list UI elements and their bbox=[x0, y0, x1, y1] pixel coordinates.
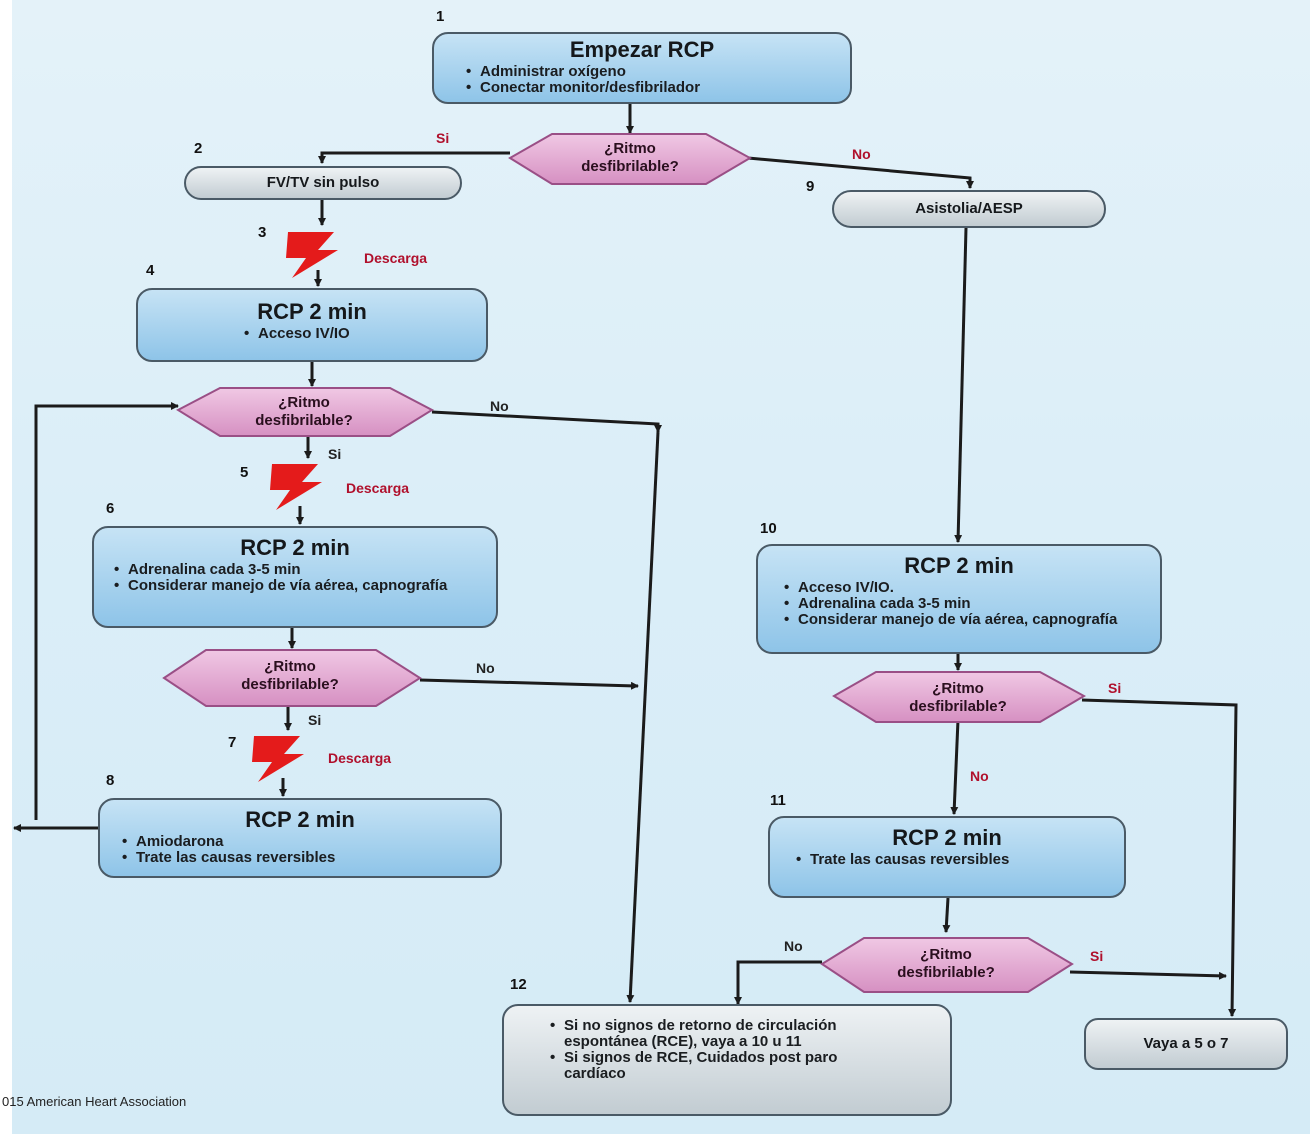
arrow-down-to-12 bbox=[626, 431, 660, 1003]
arrow-loop-up bbox=[34, 402, 179, 820]
decision-text-1: ¿Ritmo desfibrilable? bbox=[540, 140, 720, 176]
decision-line-1: ¿Ritmo bbox=[604, 140, 656, 157]
decision-line-2: desfibrilable? bbox=[897, 964, 995, 981]
decision-line-1: ¿Ritmo bbox=[932, 680, 984, 697]
box-8-bullet: Trate las causas reversibles bbox=[122, 850, 500, 867]
decision-shape-2 bbox=[175, 387, 435, 437]
step-number-4: 4 bbox=[146, 262, 155, 279]
box-12-bullet: Si no signos de retorno de circulación e… bbox=[550, 1018, 860, 1050]
box-10-title: RCP 2 min bbox=[904, 553, 1014, 578]
step-number-2: 2 bbox=[194, 140, 203, 157]
box-vaya-a-5-o-7: Vaya a 5 o 7 bbox=[1084, 1018, 1288, 1070]
box-rcp-step-10: RCP 2 min Acceso IV/IO. Adrenalina cada … bbox=[756, 544, 1162, 654]
label-no-d4: No bbox=[970, 768, 989, 784]
step-number-10: 10 bbox=[760, 520, 777, 537]
box-empezar-rcp: Empezar RCP Administrar oxígeno Conectar… bbox=[432, 32, 852, 104]
box-step-12: Si no signos de retorno de circulación e… bbox=[502, 1004, 952, 1116]
box-6-bullet: Considerar manejo de vía aérea, capnogra… bbox=[114, 578, 456, 595]
copyright-text: 015 American Heart Association bbox=[2, 1094, 187, 1109]
arrow-d1-no bbox=[747, 156, 974, 189]
label-si-d2: Si bbox=[328, 446, 342, 462]
box-11-bullet: Trate las causas reversibles bbox=[796, 852, 1014, 869]
decision-line-2: desfibrilable? bbox=[909, 698, 1007, 715]
box-12-bullet: Si signos de RCE, Cuidados post paro car… bbox=[550, 1050, 860, 1082]
step-number-9: 9 bbox=[806, 178, 815, 195]
box-rcp-step-8: RCP 2 min Amiodarona Trate las causas re… bbox=[98, 798, 502, 878]
decision-shape-1 bbox=[508, 133, 753, 185]
box-1-title: Empezar RCP bbox=[569, 37, 715, 62]
label-si-d1: Si bbox=[436, 130, 450, 146]
box-6-bullet: Adrenalina cada 3-5 min bbox=[114, 562, 456, 579]
box-8-title: RCP 2 min bbox=[245, 807, 355, 832]
label-descarga-3: Descarga bbox=[364, 250, 428, 266]
decision-line-2: desfibrilable? bbox=[255, 412, 353, 429]
decision-line-1: ¿Ritmo bbox=[920, 946, 972, 963]
box-9-title: Asistolia/AESP bbox=[915, 200, 1023, 217]
decision-shape-5 bbox=[820, 937, 1074, 993]
decision-text-5: ¿Ritmo desfibrilable? bbox=[856, 946, 1036, 982]
box-asistolia-aesp: Asistolia/AESP bbox=[832, 190, 1106, 228]
box-rcp-step-6: RCP 2 min Adrenalina cada 3-5 min Consid… bbox=[92, 526, 498, 628]
arrow-d3-no bbox=[419, 678, 639, 690]
step-number-11: 11 bbox=[770, 792, 786, 809]
box-10-bullet: Considerar manejo de vía aérea, capnogra… bbox=[784, 612, 1120, 629]
box-fv-tv-sin-pulso: FV/TV sin pulso bbox=[184, 166, 462, 200]
label-no-d2: No bbox=[490, 398, 509, 414]
decision-line-2: desfibrilable? bbox=[581, 158, 679, 175]
box-rcp-step-4: RCP 2 min Acceso IV/IO bbox=[136, 288, 488, 362]
label-descarga-5: Descarga bbox=[346, 480, 410, 496]
goto-title: Vaya a 5 o 7 bbox=[1143, 1035, 1229, 1052]
box-10-bullet: Adrenalina cada 3-5 min bbox=[784, 596, 1120, 613]
decision-text-3: ¿Ritmo desfibrilable? bbox=[200, 658, 380, 694]
arrow-9-to-10 bbox=[954, 227, 968, 543]
decision-line-1: ¿Ritmo bbox=[264, 658, 316, 675]
box-11-title: RCP 2 min bbox=[892, 825, 1002, 850]
box-8-bullet: Amiodarona bbox=[122, 834, 500, 851]
box-1-bullet: Administrar oxígeno bbox=[466, 64, 850, 81]
box-4-title: RCP 2 min bbox=[257, 299, 367, 324]
step-number-1: 1 bbox=[436, 8, 445, 25]
lightning-icon-3 bbox=[286, 232, 338, 278]
arrow-d1-yes bbox=[318, 151, 510, 164]
box-4-bullet: Acceso IV/IO bbox=[244, 326, 486, 343]
box-10-bullet: Acceso IV/IO. bbox=[784, 580, 1120, 597]
step-number-3: 3 bbox=[258, 224, 267, 241]
label-si-d4: Si bbox=[1108, 680, 1122, 696]
arrow-d5-no bbox=[734, 960, 822, 1005]
arrow-d4-no bbox=[950, 719, 960, 815]
label-si-d5: Si bbox=[1090, 948, 1104, 964]
decision-shape-4 bbox=[832, 671, 1087, 723]
decision-shape-3 bbox=[162, 649, 422, 707]
arrow-d5-yes bbox=[1069, 970, 1227, 980]
label-no-d3: No bbox=[476, 660, 495, 676]
step-number-7: 7 bbox=[228, 734, 237, 751]
box-rcp-step-11: RCP 2 min Trate las causas reversibles bbox=[768, 816, 1126, 898]
decision-line-2: desfibrilable? bbox=[241, 676, 339, 693]
arrow-d2-no bbox=[431, 410, 662, 433]
label-no-d5: No bbox=[784, 938, 803, 954]
label-si-d3: Si bbox=[308, 712, 322, 728]
lightning-icon-7 bbox=[252, 736, 304, 782]
step-number-6: 6 bbox=[106, 500, 115, 517]
decision-line-1: ¿Ritmo bbox=[278, 394, 330, 411]
arrow-11-to-d5 bbox=[942, 897, 951, 933]
decision-text-4: ¿Ritmo desfibrilable? bbox=[868, 680, 1048, 716]
step-number-8: 8 bbox=[106, 772, 115, 789]
box-2-title: FV/TV sin pulso bbox=[266, 174, 380, 191]
label-descarga-7: Descarga bbox=[328, 750, 392, 766]
step-number-12: 12 bbox=[510, 976, 527, 993]
decision-text-2: ¿Ritmo desfibrilable? bbox=[214, 394, 394, 430]
arrow-d4-yes bbox=[1081, 698, 1238, 1017]
box-6-title: RCP 2 min bbox=[240, 535, 350, 560]
step-number-5: 5 bbox=[240, 464, 249, 481]
lightning-icon-5 bbox=[270, 464, 322, 510]
box-1-bullet: Conectar monitor/desfibrilador bbox=[466, 80, 850, 97]
label-no-d1: No bbox=[852, 146, 871, 162]
